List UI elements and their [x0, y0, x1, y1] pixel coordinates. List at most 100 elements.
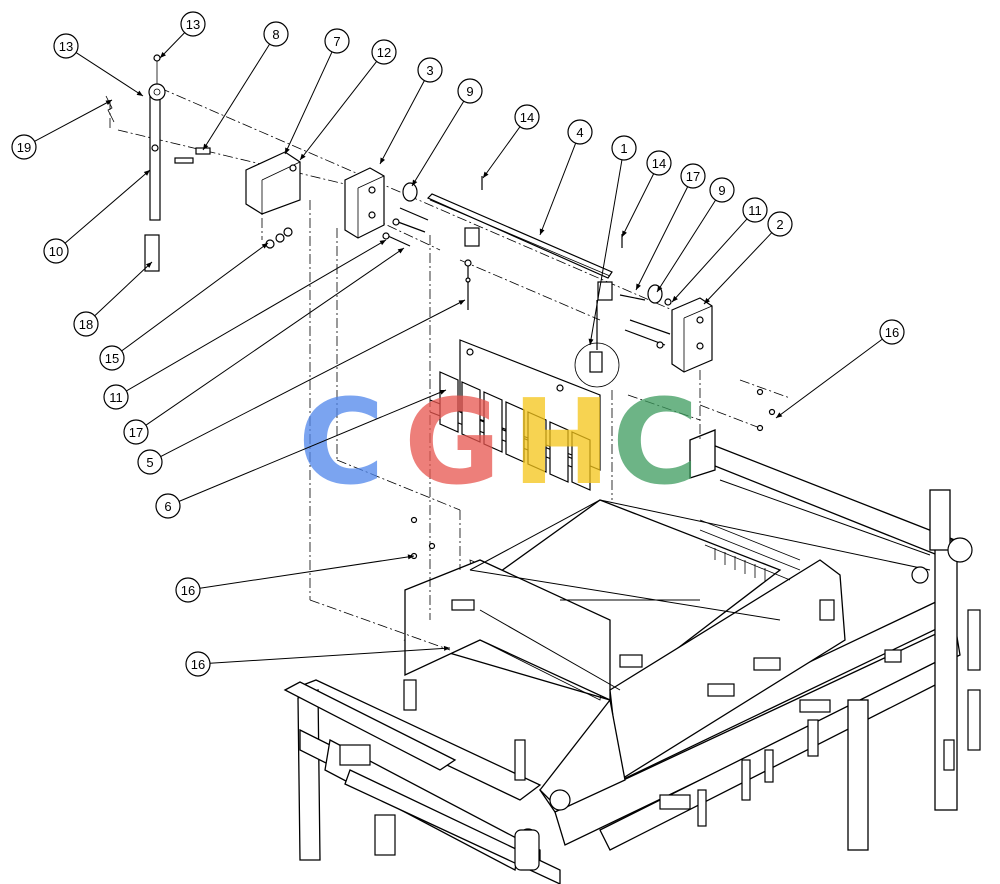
callout-label: 9	[718, 183, 725, 198]
shaft-part	[426, 193, 613, 279]
callout-label: 16	[181, 583, 195, 598]
callout-4: 4	[539, 119, 593, 236]
callout-13: 13	[159, 11, 206, 59]
exploded-parts	[105, 54, 776, 560]
callout-arrowhead	[203, 143, 209, 150]
callout-arrowhead	[379, 240, 386, 246]
callout-circle	[371, 39, 397, 65]
machine-frame	[283, 429, 981, 884]
callout-leader-line	[209, 647, 451, 664]
callout-leader-line	[126, 239, 387, 392]
callout-leader-line	[656, 199, 716, 293]
callout-arrowhead	[412, 179, 418, 186]
callout-18: 18	[73, 261, 153, 337]
callout-leader-line	[635, 186, 689, 291]
callout-6: 6	[155, 389, 447, 519]
callout-arrowhead	[483, 171, 489, 178]
watermark-logo: C G H C	[298, 373, 699, 511]
callout-leader-line	[94, 261, 153, 317]
bolts-right	[619, 284, 672, 349]
callout-circle	[417, 57, 443, 83]
callout-5: 5	[137, 299, 466, 475]
callout-arrowhead	[380, 157, 386, 164]
callout-leader-line	[539, 143, 577, 236]
callout-circle	[514, 104, 540, 130]
callout-leader-line	[178, 389, 447, 502]
callout-label: 9	[466, 84, 473, 99]
watermark-letter-c1: C	[298, 373, 385, 511]
callout-14: 14	[482, 104, 540, 179]
callout-circle	[99, 345, 125, 371]
callout-label: 12	[377, 45, 391, 60]
small-plate-part	[144, 234, 160, 272]
callout-leader-line	[379, 80, 425, 165]
callout-circle	[680, 163, 706, 189]
callout-13: 13	[53, 33, 144, 97]
callout-arrowhead	[622, 230, 627, 237]
callout-circle	[324, 28, 350, 54]
left-bearing-block	[344, 167, 385, 239]
lever-arm-part	[148, 54, 166, 221]
callout-circle	[567, 119, 593, 145]
right-bearing-block	[671, 297, 713, 373]
callout-17: 17	[123, 247, 405, 445]
callout-label: 13	[59, 39, 73, 54]
screws-left	[410, 516, 436, 560]
watermark-letter-c2: C	[612, 373, 699, 511]
callout-7: 7	[284, 28, 350, 155]
callout-leader-line	[34, 99, 113, 142]
pin-part	[174, 147, 211, 164]
callout-circle	[103, 384, 129, 410]
vertical-pin-part	[464, 259, 472, 310]
callout-label: 2	[776, 217, 783, 232]
callout-arrowhead	[588, 338, 594, 345]
callout-19: 19	[11, 99, 113, 160]
callout-leader-line	[671, 218, 748, 303]
bracket-part	[245, 151, 301, 215]
callout-15: 15	[99, 242, 269, 371]
callout-circle	[185, 651, 211, 677]
callout-arrowhead	[539, 228, 545, 235]
callout-leader-line	[284, 51, 333, 155]
callout-arrowhead	[261, 243, 268, 249]
callout-circle	[457, 78, 483, 104]
callout-arrowhead	[407, 554, 414, 560]
callout-arrowhead	[776, 412, 783, 418]
callout-8: 8	[202, 21, 289, 151]
callout-9: 9	[656, 177, 735, 293]
callout-12: 12	[299, 39, 397, 161]
detail-circle	[574, 300, 620, 388]
callout-circle	[742, 197, 768, 223]
callout-leader-line	[199, 555, 415, 589]
callout-arrowhead	[672, 295, 678, 302]
callout-label: 16	[885, 325, 899, 340]
callout-11: 11	[671, 197, 768, 303]
watermark-letter-g: G	[404, 373, 501, 511]
callout-circle	[155, 493, 181, 519]
callout-label: 18	[79, 317, 93, 332]
callout-circle	[43, 238, 69, 264]
watermark-letter-h: H	[512, 373, 611, 511]
callout-16: 16	[185, 645, 451, 677]
collar-part	[464, 176, 623, 301]
callout-17: 17	[635, 163, 706, 291]
callout-16: 16	[175, 554, 415, 603]
callout-leader-line	[621, 173, 655, 238]
callout-label: 17	[686, 169, 700, 184]
callout-10: 10	[43, 169, 151, 264]
callout-arrowhead	[160, 51, 166, 58]
callout-leader-line	[482, 126, 521, 179]
callout-14: 14	[621, 150, 672, 238]
callout-arrowhead	[704, 297, 710, 304]
callout-leader-line	[75, 52, 144, 97]
callout-arrowhead	[657, 285, 663, 292]
screws-right	[756, 388, 776, 432]
callout-arrowhead	[439, 390, 446, 395]
callout-label: 16	[191, 657, 205, 672]
callout-arrowhead	[458, 300, 465, 305]
callout-label: 7	[333, 34, 340, 49]
callout-circle	[137, 449, 163, 475]
callout-circle	[879, 319, 905, 345]
callout-circle	[175, 577, 201, 603]
